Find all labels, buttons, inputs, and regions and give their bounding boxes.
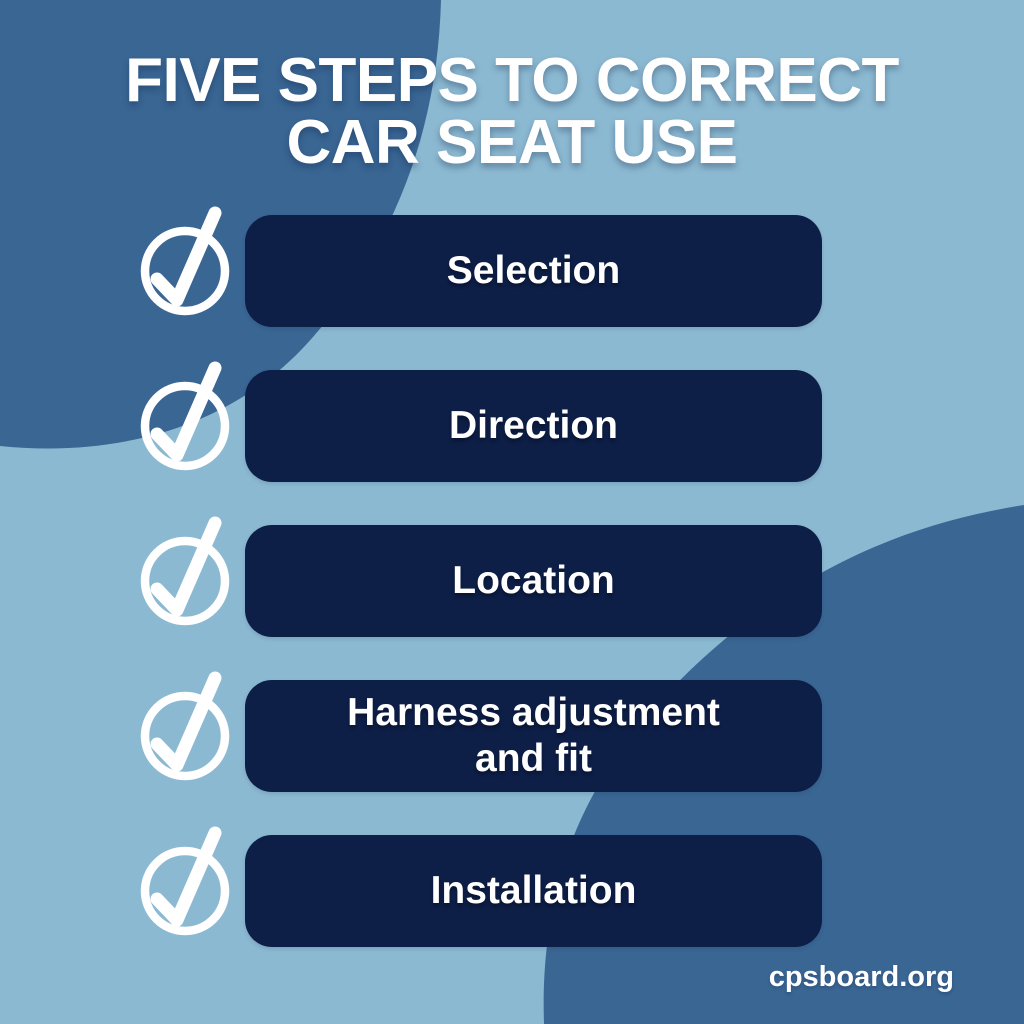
step-label: Harness adjustment and fit bbox=[347, 690, 720, 780]
step-pill: Selection bbox=[245, 215, 822, 327]
top-left-blob bbox=[0, 0, 441, 449]
step-row-harness-adjustment: Harness adjustment and fit bbox=[0, 671, 1024, 792]
step-label: Location bbox=[452, 558, 615, 602]
title-line-1: FIVE STEPS TO CORRECT bbox=[125, 46, 899, 115]
step-row-direction: Direction bbox=[0, 361, 1024, 482]
website-text: cpsboard.org bbox=[768, 961, 954, 993]
step-pill: Harness adjustment and fit bbox=[245, 680, 822, 792]
check-circle-icon bbox=[140, 516, 230, 626]
title-line-2: CAR SEAT USE bbox=[286, 108, 738, 177]
step-row-installation: Installation bbox=[0, 826, 1024, 947]
check-circle-icon bbox=[140, 206, 230, 316]
step-pill: Location bbox=[245, 525, 822, 637]
step-label: Installation bbox=[430, 868, 637, 912]
step-label: Selection bbox=[446, 248, 621, 292]
step-label: Direction bbox=[448, 403, 619, 447]
check-circle-icon bbox=[140, 671, 230, 781]
check-circle-icon bbox=[140, 361, 230, 471]
step-row-selection: Selection bbox=[0, 206, 1024, 327]
step-row-location: Location bbox=[0, 516, 1024, 637]
poster-title: FIVE STEPS TO CORRECT CAR SEAT USE bbox=[0, 50, 1024, 174]
check-circle-icon bbox=[140, 826, 230, 936]
step-pill: Direction bbox=[245, 370, 822, 482]
step-pill: Installation bbox=[245, 835, 822, 947]
